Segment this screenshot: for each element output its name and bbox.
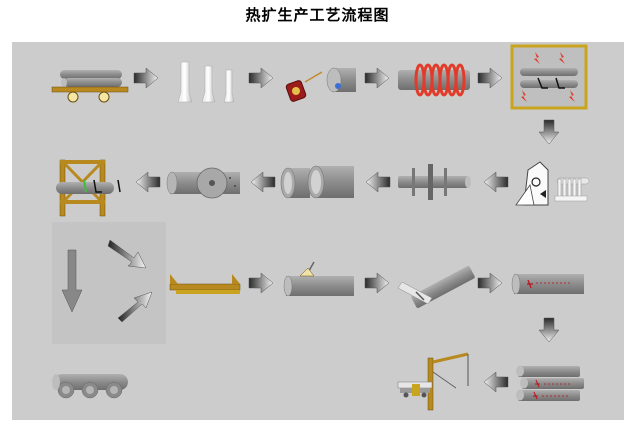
- mandrel-plugs-icon: [177, 61, 235, 103]
- flow-arrow-left: [135, 171, 161, 193]
- flow-arrow-right: [364, 67, 390, 89]
- flow-arrow-left: [250, 171, 276, 193]
- transfer-bed-icon: [169, 274, 241, 294]
- crane-loading-icon: [397, 352, 469, 411]
- flow-arrow-right: [477, 67, 503, 89]
- pipe-cutting-icon: [280, 165, 354, 199]
- flow-arrow-right: [248, 67, 274, 89]
- marked-pipe-icon: [511, 273, 584, 295]
- circular-flow-icon: [52, 222, 166, 344]
- pipe-stack-icon: [516, 365, 584, 401]
- pipe-end-heating-icon: [285, 67, 356, 102]
- flow-arrow-down: [538, 317, 560, 343]
- flow-arrow-right: [477, 272, 503, 294]
- flow-arrow-left: [483, 371, 509, 393]
- flow-arrow-left: [483, 171, 509, 193]
- pipe-cart-icon: [51, 70, 129, 103]
- inspection-icon: [283, 261, 354, 297]
- flow-arrow-right: [364, 272, 390, 294]
- straightening-icon: [397, 266, 475, 308]
- push-expansion-icon: [515, 161, 590, 206]
- expanded-pipe-icon: [398, 164, 471, 200]
- flow-arrow-left: [365, 171, 391, 193]
- wheeled-carriage-icon: [56, 159, 121, 217]
- page-title: 热扩生产工艺流程图: [245, 6, 390, 24]
- flow-arrow-right: [248, 272, 274, 294]
- induction-heating-icon: [398, 63, 470, 97]
- cut-pipe-sections-icon: [166, 167, 240, 199]
- furnace-icon: [510, 44, 588, 110]
- storage-pipes-icon: [52, 374, 128, 399]
- flow-arrow-down: [538, 119, 560, 145]
- flow-arrow-right: [133, 67, 159, 89]
